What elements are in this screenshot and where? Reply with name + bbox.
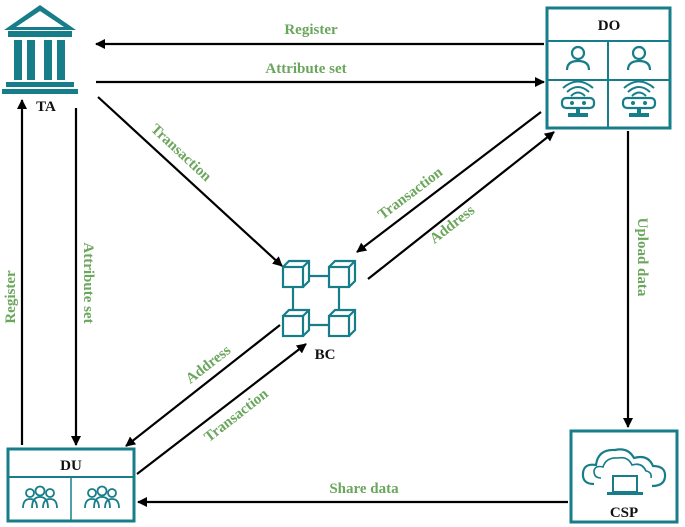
- bc-node: BC: [281, 259, 357, 363]
- edge-label-share-data: Share data: [329, 481, 399, 497]
- arrow-do-to-bc-transaction: [356, 111, 542, 253]
- du-label: DU: [60, 458, 82, 474]
- arrow-ta-to-bc-transaction: [97, 96, 283, 267]
- edge-label-bc-do-address: Address: [427, 202, 478, 247]
- ta-node: TA: [2, 5, 78, 115]
- cloud-laptop-icon: [581, 448, 667, 495]
- arrow-bc-to-du-address: [125, 324, 281, 447]
- router-icon: [621, 80, 657, 117]
- do-label: DO: [598, 18, 621, 34]
- arrow-du-to-bc-transaction: [136, 343, 307, 475]
- user-group-icon: [22, 485, 58, 509]
- do-node: DO: [545, 6, 672, 130]
- edge-label-register-top: Register: [284, 22, 338, 38]
- edge-label-ta-bc-transaction: Transaction: [147, 121, 214, 185]
- edge-label-do-bc-transaction: Transaction: [375, 164, 446, 223]
- ta-label: TA: [36, 99, 56, 115]
- user-icon: [565, 45, 591, 71]
- user-group-icon: [84, 485, 120, 509]
- router-icon: [560, 80, 596, 117]
- bank-building-icon: [2, 5, 78, 94]
- blockchain-blocks-icon: [281, 259, 357, 338]
- du-node: DU: [6, 447, 136, 523]
- edge-label-attribute-set-top: Attribute set: [265, 61, 346, 77]
- bc-label: BC: [315, 347, 336, 363]
- edge-label-upload-data: Upload data: [634, 218, 650, 297]
- csp-label: CSP: [610, 505, 638, 521]
- user-icon: [626, 45, 652, 71]
- arrow-bc-to-do-address: [367, 131, 555, 280]
- edge-label-register-left: Register: [3, 270, 19, 324]
- csp-node: CSP: [569, 429, 679, 524]
- edge-label-attribute-set-left: Attribute set: [80, 242, 96, 323]
